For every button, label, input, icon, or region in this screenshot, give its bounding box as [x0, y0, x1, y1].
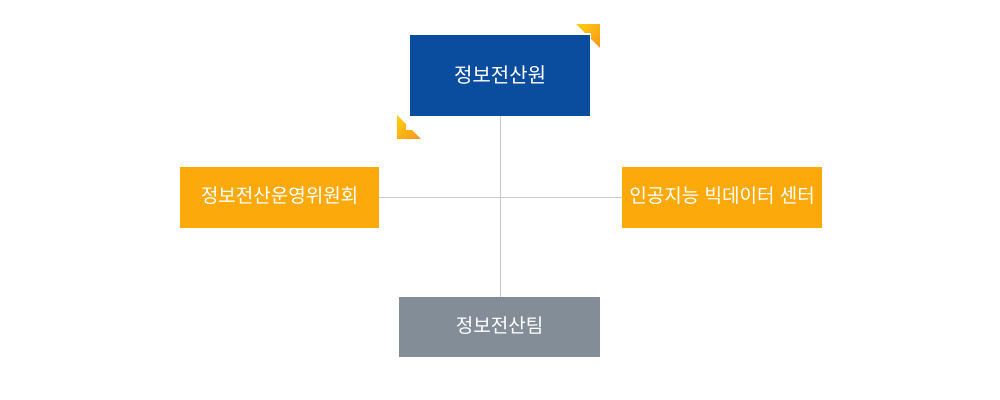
node-label-info-computing-center: 정보전산원 [454, 64, 546, 87]
node-label-info-computing-team: 정보전산팀 [455, 315, 544, 337]
node-label-ai-bigdata-center: 인공지능 빅데이터 센터 [629, 186, 815, 208]
connector-horizontal-line [379, 197, 622, 198]
node-info-computing-center: 정보전산원 [410, 35, 590, 116]
node-info-computing-team: 정보전산팀 [399, 297, 600, 357]
corner-bracket-bottom-left-icon [397, 115, 421, 139]
node-ai-bigdata-center: 인공지능 빅데이터 센터 [622, 167, 822, 228]
corner-bracket-top-right-icon [576, 24, 600, 48]
node-operations-committee: 정보전산운영위원회 [180, 167, 379, 228]
connector-vertical-line [500, 116, 501, 297]
node-label-operations-committee: 정보전산운영위원회 [200, 186, 359, 208]
